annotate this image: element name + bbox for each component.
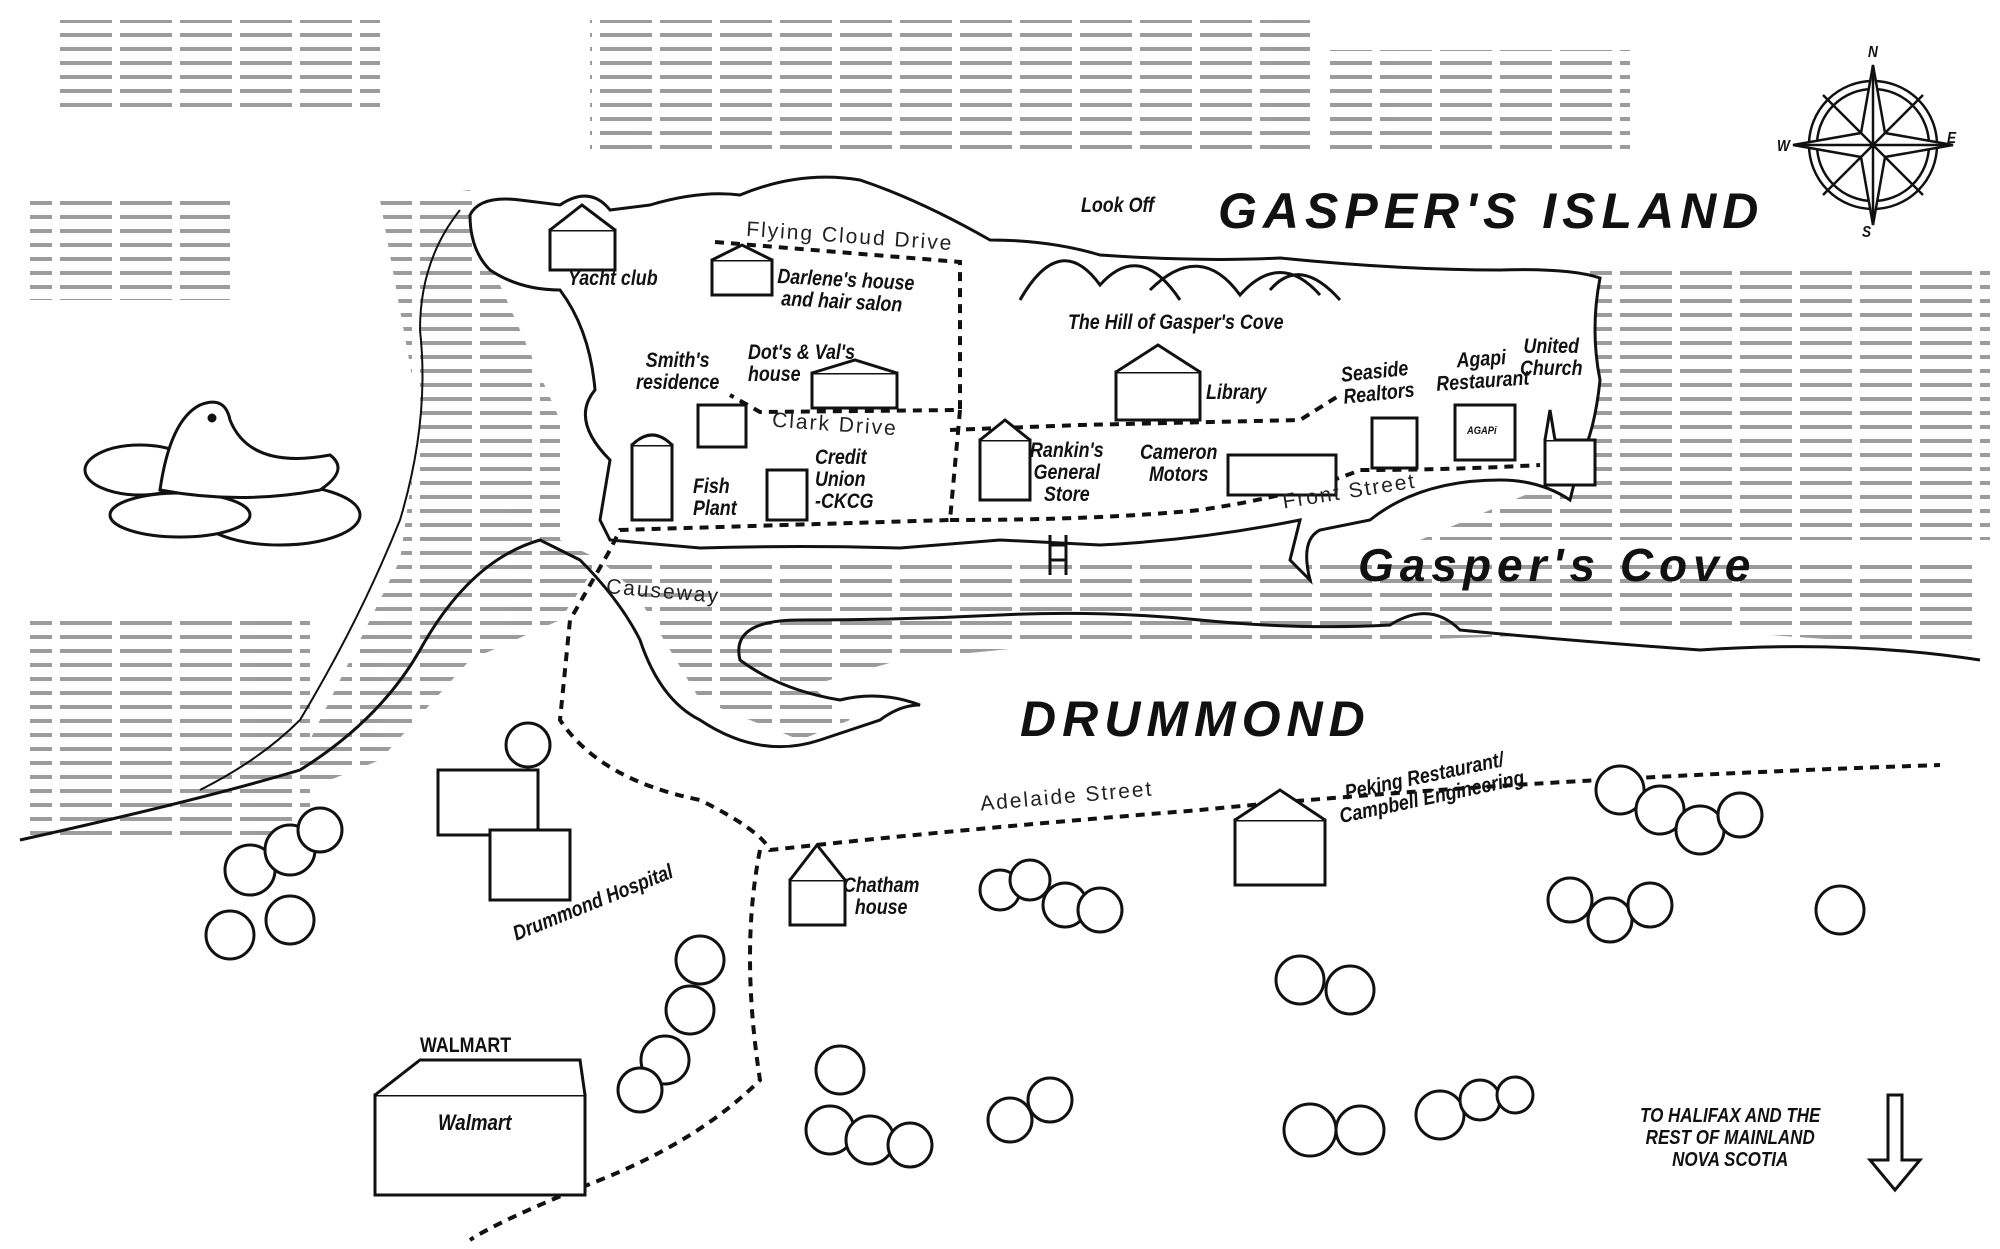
compass-e: E [1947, 130, 1957, 147]
direction-line: TO HALIFAX AND THE [1640, 1105, 1821, 1127]
label-line: residence [636, 371, 720, 394]
agapi-restaurant-building [1453, 403, 1517, 462]
arrow-down-icon [1866, 1093, 1924, 1193]
label-line: Church [1520, 357, 1583, 380]
map-title: GASPER'S ISLAND [1218, 183, 1765, 239]
buildings [373, 203, 1597, 1197]
label-line: Plant [693, 497, 737, 520]
hills [1018, 259, 1342, 301]
label-line: Chatham [843, 874, 920, 897]
agapi-sign: AGAPi [1467, 425, 1497, 437]
label-line: house [748, 363, 801, 386]
rankins-store-building [978, 438, 1032, 502]
compass-w: W [1777, 138, 1790, 155]
united-church-building [1543, 438, 1597, 487]
label-line: Cameron [1140, 441, 1218, 464]
label-yacht-club: Yacht club [568, 267, 658, 290]
ladder-icon [1048, 535, 1068, 575]
hospital-building [436, 768, 540, 837]
drummond-label: DRUMMOND [1020, 691, 1371, 747]
label-walmart: WALMART [420, 1034, 512, 1057]
seaside-realtors-building [1370, 416, 1419, 470]
label-line: -CKCG [815, 490, 874, 513]
cameron-motors-building [1226, 453, 1338, 497]
seal-on-rocks-icon [83, 400, 362, 547]
label-line: United [1523, 335, 1579, 358]
label-line: General [1033, 461, 1101, 484]
sea-hatching [30, 20, 1990, 840]
label-line: house [854, 896, 908, 919]
label-line: Fish [693, 475, 730, 498]
label-line: Smith's [645, 349, 710, 372]
direction-line: NOVA SCOTIA [1672, 1149, 1789, 1171]
peking-restaurant-building [1233, 818, 1327, 887]
label-line: Motors [1148, 463, 1209, 486]
compass-rose-icon [1792, 64, 1954, 226]
label-library: Library [1206, 381, 1267, 404]
darlene-house-building [710, 258, 774, 297]
library-building [1114, 370, 1202, 422]
compass-n: N [1868, 44, 1878, 61]
smith-residence-building [696, 403, 748, 449]
label-line: Credit [815, 446, 867, 469]
label-line: Rankin's [1030, 439, 1104, 462]
yacht-club-building [548, 228, 617, 272]
fish-plant-building [630, 443, 674, 522]
gaspers-cove-label: Gasper's Cove [1358, 539, 1757, 591]
label-hill: The Hill of Gasper's Cove [1068, 311, 1284, 334]
direction-to-halifax: TO HALIFAX AND THE REST OF MAINLAND NOVA… [1640, 1105, 1820, 1171]
compass-s: S [1862, 224, 1872, 241]
label-look-off: Look Off [1081, 194, 1155, 217]
walmart-sign: Walmart [438, 1110, 512, 1135]
chatham-house-building [788, 878, 847, 927]
mainland-coastline [19, 538, 1981, 842]
label-line: Union [815, 468, 866, 491]
direction-line: REST OF MAINLAND [1645, 1127, 1815, 1149]
dots-val-house-building [810, 371, 899, 410]
label-line: Store [1044, 483, 1090, 506]
credit-union-building [765, 468, 809, 522]
label-line: Dot's & Val's [748, 341, 856, 364]
trees [204, 764, 1866, 1169]
